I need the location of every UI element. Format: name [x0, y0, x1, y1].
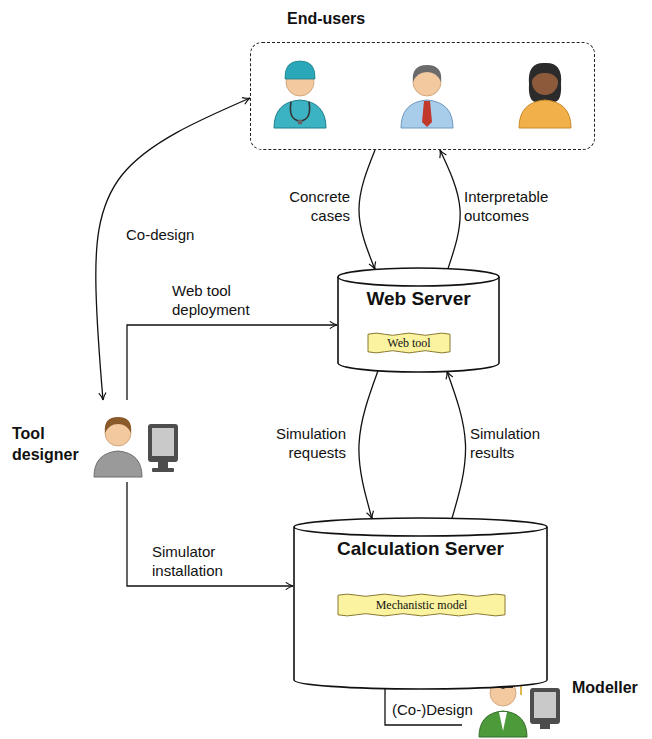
designer-icon	[94, 417, 142, 477]
connector	[127, 325, 337, 400]
label-box: Simulation results	[468, 425, 566, 463]
cylinder-body	[338, 268, 499, 372]
edge-label: Web tool deployment	[170, 282, 265, 320]
wavy-shape	[368, 333, 450, 353]
component-box: Web tool	[368, 332, 450, 354]
component-box: Mechanistic model	[338, 593, 505, 617]
connector	[447, 371, 466, 518]
label-box: Co-design	[124, 226, 214, 245]
node-title: Web Server	[366, 288, 470, 310]
node-title: Modeller	[572, 678, 648, 699]
monitor-icon	[148, 424, 178, 472]
connector	[96, 98, 250, 400]
cylinder-body	[294, 518, 547, 689]
node-title: Tool designer	[12, 424, 90, 466]
server-cylinder: Calculation ServerMechanistic model	[293, 518, 548, 690]
label-box: Simulator installation	[150, 543, 245, 581]
label-box: Simulation requests	[250, 425, 348, 463]
edge-label: Co-design	[124, 226, 196, 245]
node-title: Calculation Server	[337, 538, 504, 560]
cylinder-outline	[337, 268, 500, 373]
label-box: Concrete cases	[262, 188, 352, 226]
businessman-icon	[401, 65, 453, 128]
connector	[127, 482, 293, 586]
cylinder-rim	[294, 527, 547, 536]
node-title: Web tool	[387, 336, 430, 351]
woman-icon	[519, 63, 571, 128]
monitor-icon	[530, 688, 560, 729]
edge-label: Interpretable outcomes	[462, 188, 577, 226]
doctor-icon	[274, 61, 326, 128]
actor-box: Modeller	[462, 660, 648, 737]
label-box: Web tool deployment	[170, 282, 265, 320]
edge-label: Simulator installation	[150, 543, 245, 581]
label-box: Interpretable outcomes	[462, 188, 577, 226]
wavy-shape	[338, 594, 505, 616]
connector	[440, 150, 460, 269]
edge-label: Simulation requests	[250, 425, 348, 463]
connector	[359, 150, 375, 269]
node-title: End-users	[287, 10, 365, 28]
cylinder-rim	[338, 277, 499, 286]
user-group: End-users	[250, 42, 595, 150]
edge-label: (Co-)Design	[390, 701, 475, 720]
actor-box: Tool designer	[8, 400, 178, 482]
edge-label: Concrete cases	[262, 188, 352, 226]
server-cylinder: Web ServerWeb tool	[337, 268, 500, 373]
label-box: (Co-)Design	[390, 701, 485, 720]
edge-label: Simulation results	[468, 425, 566, 463]
connector	[359, 371, 378, 519]
node-title: Mechanistic model	[376, 598, 468, 613]
